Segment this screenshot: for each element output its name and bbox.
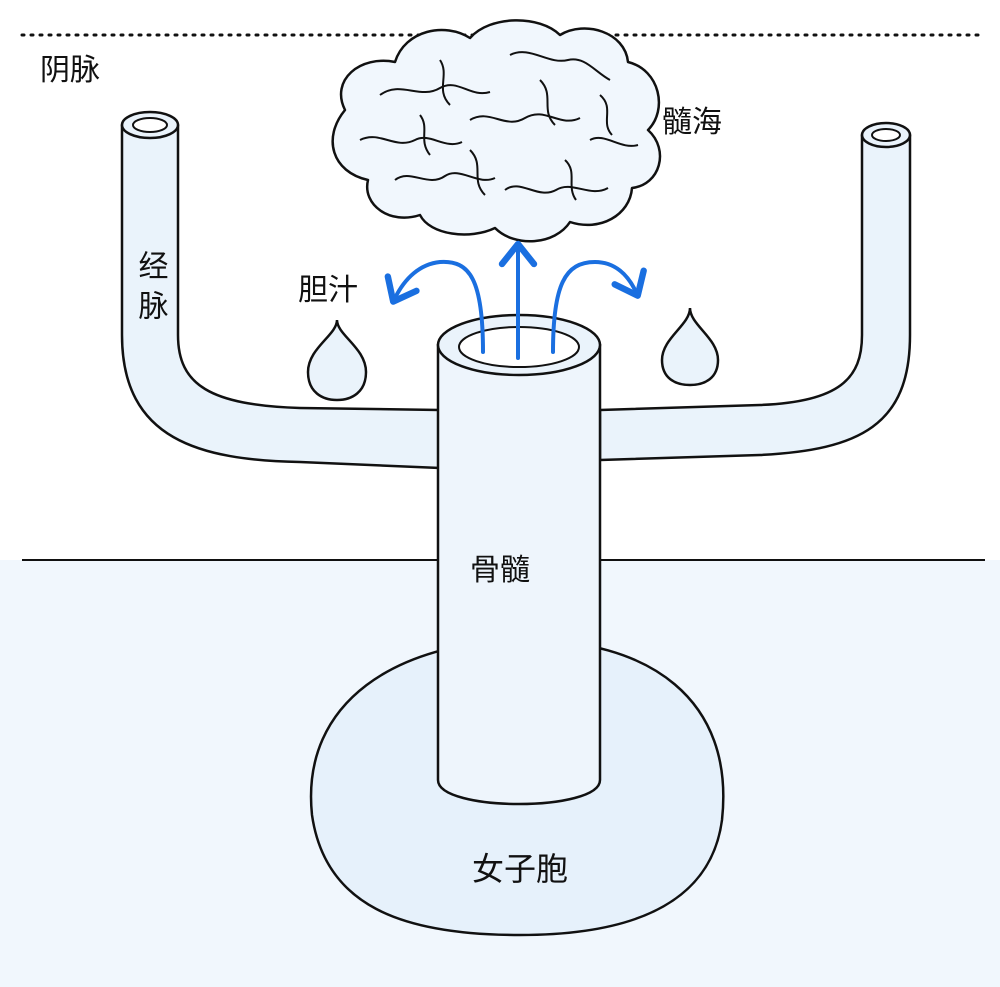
label-channel-text: 经脉 <box>133 250 169 330</box>
left-channel-tube <box>120 123 442 470</box>
bile-drop-left <box>306 319 368 402</box>
label-sea-of-marrow: 髓海 <box>662 105 722 140</box>
label-bile: 胆汁 <box>298 273 358 308</box>
flow-arrow-left <box>384 259 485 354</box>
label-bone-marrow: 骨髓 <box>470 553 530 588</box>
flow-arrow-right <box>551 259 647 354</box>
label-uterus: 女子胞 <box>472 850 568 888</box>
label-channel: 经脉 <box>133 250 169 330</box>
left-tube-hole <box>132 117 168 133</box>
bone-marrow-column <box>436 343 602 806</box>
right-tube-hole <box>871 128 901 142</box>
bile-drop-right <box>660 307 720 387</box>
label-yin-meridian: 阴脉 <box>40 53 100 88</box>
right-channel-tube <box>598 133 912 462</box>
brain-icon <box>331 19 662 243</box>
